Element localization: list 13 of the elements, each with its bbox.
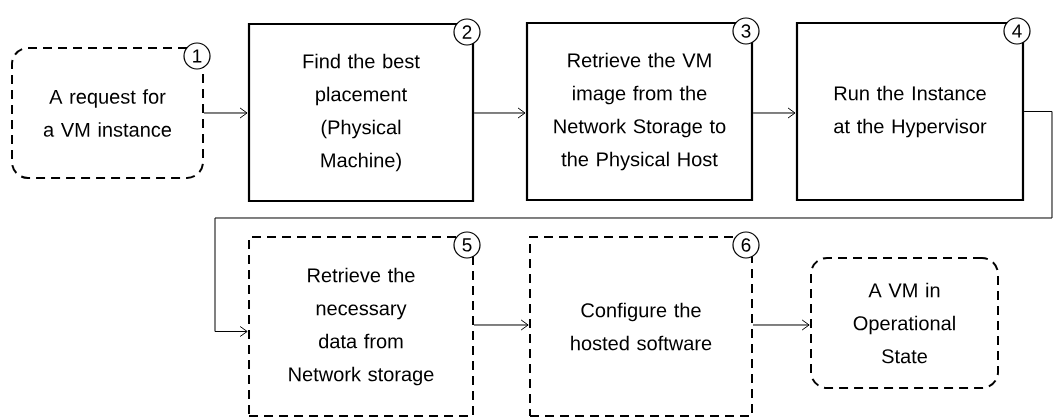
arrow (473, 319, 529, 331)
step-number: 2 (453, 18, 481, 46)
arrow (203, 107, 248, 119)
step-number: 4 (1003, 17, 1031, 45)
process-box: A VM in Operational State (810, 257, 999, 389)
step-number: 6 (732, 231, 760, 259)
step-number: 5 (453, 231, 481, 259)
arrow (752, 107, 796, 119)
arrow (752, 319, 810, 331)
step-number: 1 (183, 42, 211, 70)
step-number: 3 (732, 17, 760, 45)
arrow (214, 111, 1053, 337)
arrow (473, 107, 526, 119)
